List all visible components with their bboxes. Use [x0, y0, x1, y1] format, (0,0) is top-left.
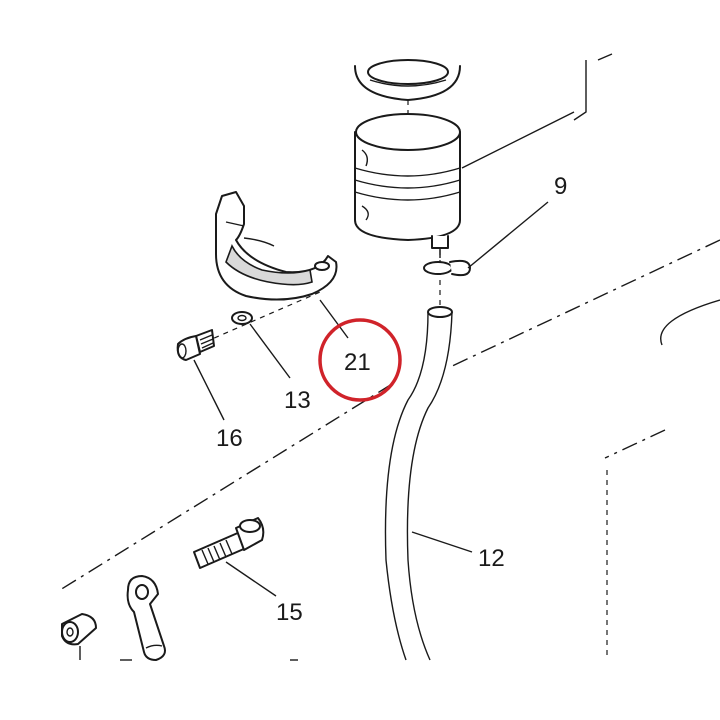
reservoir-bracket — [215, 191, 338, 301]
leader-13 — [249, 323, 291, 379]
leader-15 — [225, 561, 277, 597]
reservoir-cap — [354, 59, 461, 101]
callout-16: 16 — [216, 425, 243, 452]
fluid-hose — [384, 306, 453, 661]
bolt-axis-line — [204, 291, 321, 343]
screw — [176, 329, 215, 361]
washer — [231, 311, 253, 325]
callout-9: 9 — [554, 173, 567, 200]
axis-line-upper — [447, 239, 720, 369]
leader-16 — [193, 359, 225, 421]
bracket-top-right — [573, 53, 613, 121]
callout-12: 12 — [478, 545, 505, 572]
leader-21 — [319, 299, 349, 339]
callout-21: 21 — [344, 349, 371, 376]
axis-line-lower — [59, 383, 393, 591]
hose-clamp — [423, 259, 471, 277]
fluid-reservoir — [354, 113, 461, 258]
nut — [61, 613, 97, 660]
highlight-circle — [318, 318, 402, 402]
bolt — [193, 517, 265, 569]
leader-12 — [411, 531, 473, 553]
right-edge-part — [660, 299, 720, 346]
callout-13: 13 — [284, 387, 311, 414]
leader-9 — [467, 201, 549, 269]
banjo-fitting — [126, 575, 166, 661]
leader-cap — [461, 111, 575, 169]
axis-line-right — [604, 429, 666, 459]
callout-15: 15 — [276, 599, 303, 626]
